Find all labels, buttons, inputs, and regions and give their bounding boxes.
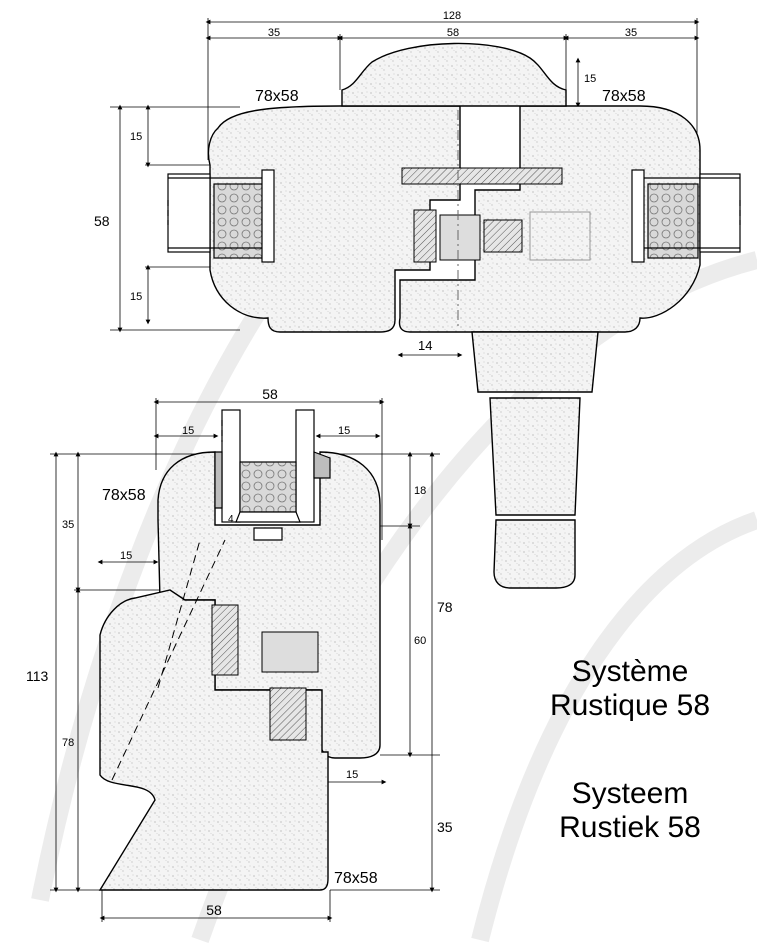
dim-113: 113 [26, 668, 49, 684]
dim-18: 18 [414, 485, 426, 497]
title-nl-line2: Rustiek 58 [559, 811, 701, 844]
dim-35: 35 [62, 519, 74, 531]
dim-78-right: 78 [437, 599, 453, 615]
system-title: Système Rustique 58 Systeem Rustiek 58 [520, 655, 740, 845]
dim-bottom: 14 [418, 338, 432, 353]
profile-label-left: 78x58 [255, 88, 299, 105]
dim-15-left: 15 [120, 550, 132, 562]
bottom-hardware [111, 539, 319, 781]
dim-top-width: 58 [262, 386, 278, 402]
profile-label-right: 78x58 [602, 88, 646, 105]
dim-left: 35 [268, 27, 280, 39]
top-section: 128 35 58 35 15 78x58 78x58 58 15 15 14 [94, 10, 741, 589]
left-glazing [167, 169, 275, 263]
dim-35-right: 35 [437, 819, 453, 835]
top-hardware [401, 110, 591, 330]
dim-60: 60 [414, 635, 426, 647]
dim-right: 35 [625, 27, 637, 39]
dim-height: 58 [94, 213, 110, 229]
bottom-frame-profile [98, 589, 329, 891]
profile-label-bottom: 78x58 [334, 870, 378, 887]
dim-lower: 15 [130, 291, 142, 303]
dim-bottom-width: 58 [206, 902, 222, 918]
bottom-section: 58 15 15 78x58 35 15 113 78 18 4 78 60 1… [26, 386, 453, 922]
title-gap [520, 723, 740, 777]
dim-center: 58 [447, 27, 459, 39]
right-sash-profile [398, 105, 701, 333]
dim-15-lower: 15 [346, 769, 358, 781]
dim-top-right: 15 [338, 425, 350, 437]
top-dimension-lines [110, 18, 700, 358]
profile-label: 78x58 [102, 487, 146, 504]
dim-4: 4 [228, 514, 234, 525]
dim-top-right: 15 [584, 73, 596, 85]
center-astragal [341, 42, 567, 107]
dim-top-left: 15 [182, 425, 194, 437]
title-fr-line2: Rustique 58 [549, 689, 711, 722]
handle [471, 331, 599, 589]
bottom-glazing [214, 409, 331, 541]
dim-upper: 15 [130, 131, 142, 143]
right-glazing [631, 169, 741, 263]
title-nl-line1: Systeem [571, 777, 689, 810]
bottom-dimension-lines [50, 398, 440, 922]
dim-78-left: 78 [62, 737, 74, 749]
dim-total: 128 [443, 10, 461, 22]
title-fr-line1: Système [571, 655, 689, 688]
